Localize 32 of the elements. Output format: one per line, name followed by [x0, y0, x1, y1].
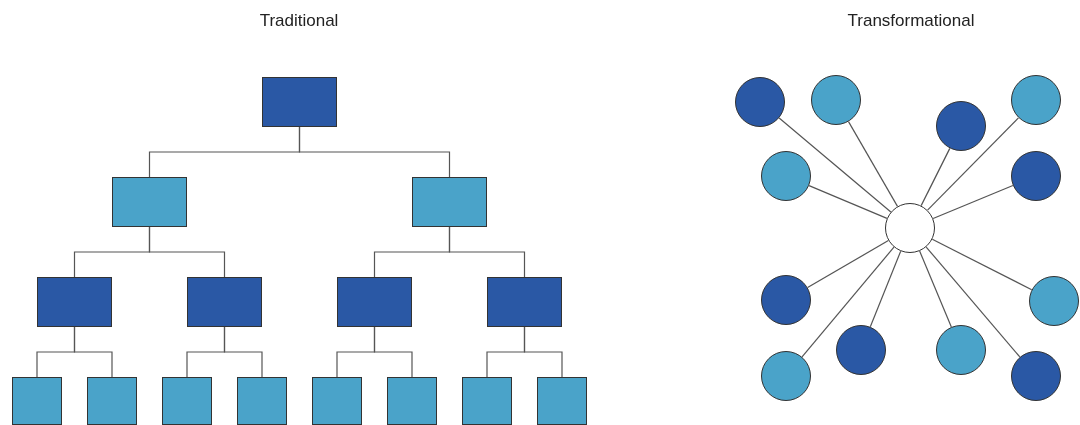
connector-line	[926, 117, 1020, 211]
connector-line	[778, 117, 892, 213]
section-heading: Transformational	[847, 10, 975, 32]
connector-line	[223, 326, 263, 378]
org-box	[462, 377, 512, 425]
org-box	[187, 277, 262, 327]
connector-line	[148, 226, 226, 278]
connector-line	[373, 326, 413, 378]
connector-line	[523, 326, 563, 378]
section-heading: Traditional	[259, 10, 339, 32]
org-box	[87, 377, 137, 425]
connector-line	[801, 246, 895, 358]
connector-line	[73, 326, 113, 378]
connector-line	[298, 126, 451, 178]
connector-line	[920, 147, 951, 207]
connector-line	[448, 226, 526, 278]
org-box	[262, 77, 337, 127]
org-box	[312, 377, 362, 425]
connector-line	[807, 239, 889, 289]
org-box	[37, 277, 112, 327]
connector-line	[925, 246, 1021, 358]
org-box	[387, 377, 437, 425]
org-box	[412, 177, 487, 227]
connector-line	[931, 238, 1033, 291]
connector-line	[847, 121, 899, 207]
org-box	[337, 277, 412, 327]
org-box	[162, 377, 212, 425]
org-box	[537, 377, 587, 425]
org-box	[112, 177, 187, 227]
org-box	[12, 377, 62, 425]
org-box	[237, 377, 287, 425]
org-box	[487, 277, 562, 327]
